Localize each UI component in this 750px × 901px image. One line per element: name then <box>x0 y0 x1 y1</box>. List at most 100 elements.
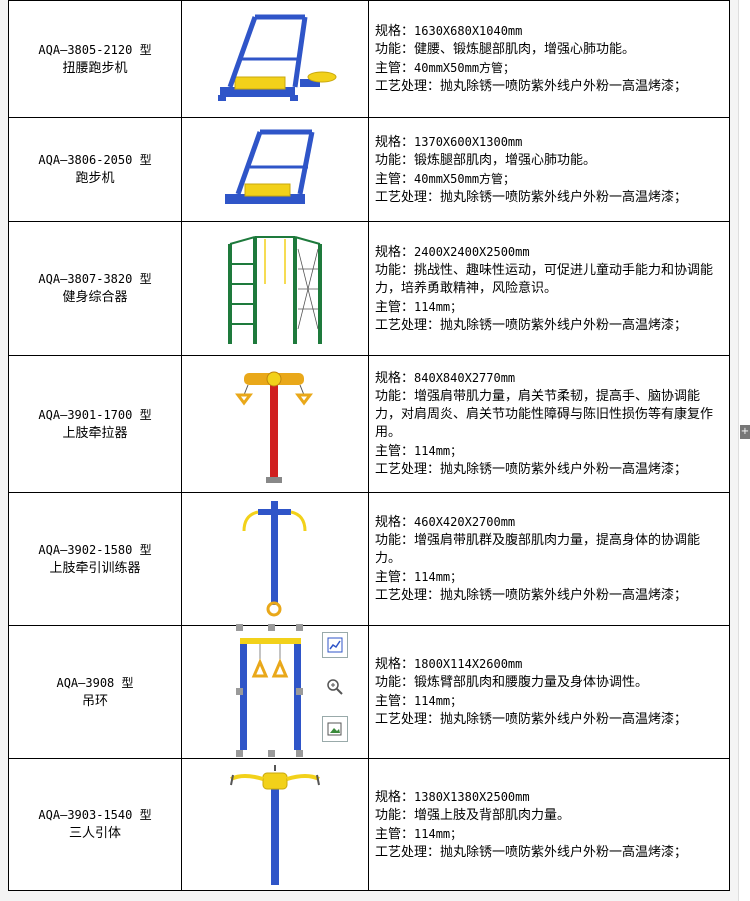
product-name: 上肢牵引训练器 <box>49 560 141 576</box>
upper-limb-traction-icon <box>242 501 307 617</box>
table-row: AQA—3908 型 吊环 规格：1800X114X2600mm 功能：锻炼臂部… <box>8 625 730 759</box>
product-description: 规格：2400X2400X2500mm 功能：挑战性、趣味性运动，可促进儿童动手… <box>368 221 730 356</box>
table-row: AQA—3903-1540 型 三人引体 规格：1380X1380X2500mm… <box>8 758 730 891</box>
resize-handle[interactable] <box>236 624 243 631</box>
spec-value: 1370X600X1300mm <box>414 134 523 149</box>
spec-label: 规格： <box>375 244 415 260</box>
table-row: AQA—3901-1700 型 上肢牵拉器 规格：840X840X2770mm … <box>8 355 730 493</box>
image-toolbar <box>322 632 352 758</box>
pipe-value: 114mm； <box>414 444 463 458</box>
process-label: 工艺处理： <box>375 712 441 727</box>
pipe-value: 114mm； <box>414 826 463 841</box>
process-value: 抛丸除锈一喷防紫外线户外粉一高温烤漆； <box>440 712 688 727</box>
pipe-value: 40mmX50mm方管； <box>414 171 516 186</box>
process-value: 抛丸除锈一喷防紫外线户外粉一高温烤漆； <box>440 844 688 860</box>
image-replace-icon[interactable] <box>322 716 348 742</box>
resize-handle[interactable] <box>268 624 275 631</box>
product-description: 规格：1380X1380X2500mm 功能：增强上肢及背部肌肉力量。 主管：1… <box>368 758 730 891</box>
model-code: AQA—3908 型 <box>56 675 134 690</box>
table-row: AQA—3902-1580 型 上肢牵引训练器 规格：460X420X2700m… <box>8 492 730 626</box>
model-code: AQA—3805-2120 型 <box>38 42 152 57</box>
process-label: 工艺处理： <box>375 844 441 860</box>
pipe-label: 主管： <box>375 694 415 709</box>
twist-treadmill-icon <box>218 14 337 101</box>
model-cell: AQA—3806-2050 型 跑步机 <box>8 117 182 222</box>
process-label: 工艺处理： <box>375 588 441 603</box>
product-image <box>181 221 369 356</box>
spec-value: 1800X114X2600mm <box>414 657 523 671</box>
spec-label: 规格： <box>375 657 415 672</box>
product-name: 上肢牵拉器 <box>62 425 128 441</box>
resize-handle[interactable] <box>296 750 303 757</box>
spec-value: 840X840X2770mm <box>414 371 516 385</box>
product-description: 规格：840X840X2770mm 功能：增强肩带肌力量，肩关节柔韧，提高手、脑… <box>368 355 730 493</box>
spec-label: 规格： <box>375 24 415 39</box>
pipe-label: 主管： <box>375 444 415 459</box>
process-label: 工艺处理： <box>375 189 441 205</box>
product-image <box>181 492 369 626</box>
function-value: 锻炼腿部肌肉，增强心肺功能。 <box>414 152 597 168</box>
three-person-pullup-icon <box>230 764 320 885</box>
expand-button[interactable]: + <box>740 425 750 439</box>
process-value: 抛丸除锈一喷防紫外线户外粉一高温烤漆； <box>440 588 688 603</box>
product-spec-table: AQA—3805-2120 型 扭腰跑步机 规格：1630X680X1040mm… <box>8 0 730 891</box>
spec-label: 规格： <box>375 134 415 150</box>
resize-handle[interactable] <box>236 750 243 757</box>
process-label: 工艺处理： <box>375 317 441 333</box>
resize-handle[interactable] <box>296 624 303 631</box>
spec-label: 规格： <box>375 789 415 805</box>
process-label: 工艺处理： <box>375 462 441 477</box>
process-value: 抛丸除锈一喷防紫外线户外粉一高温烤漆； <box>440 462 688 477</box>
spec-value: 1630X680X1040mm <box>414 24 523 38</box>
product-name: 跑步机 <box>75 171 115 186</box>
model-cell: AQA—3807-3820 型 健身综合器 <box>8 221 182 356</box>
product-name: 健身综合器 <box>62 290 128 305</box>
table-row: AQA—3806-2050 型 跑步机 规格：1370X600X1300mm 功… <box>8 117 730 222</box>
product-name: 吊环 <box>81 693 108 709</box>
pipe-label: 主管： <box>375 61 415 76</box>
function-value: 增强肩带肌群及腹部肌肉力量，提高身体的协调能力。 <box>375 533 701 566</box>
function-value: 增强上肢及背部肌肉力量。 <box>414 807 571 823</box>
function-label: 功能： <box>375 152 415 168</box>
spec-label: 规格： <box>375 515 415 530</box>
pipe-label: 主管： <box>375 299 415 315</box>
resize-handle[interactable] <box>236 688 243 695</box>
process-value: 抛丸除锈一喷防紫外线户外粉一高温烤漆； <box>440 317 688 333</box>
model-code: AQA—3903-1540 型 <box>38 808 152 822</box>
model-code: AQA—3902-1580 型 <box>38 542 152 557</box>
model-cell: AQA—3908 型 吊环 <box>8 625 182 759</box>
scrollbar-track[interactable] <box>738 0 750 901</box>
pipe-label: 主管： <box>375 570 415 585</box>
function-label: 功能： <box>375 675 415 690</box>
product-image <box>181 355 369 493</box>
function-label: 功能： <box>375 389 415 404</box>
product-name: 三人引体 <box>68 826 121 841</box>
spec-value: 2400X2400X2500mm <box>414 244 530 259</box>
process-value: 抛丸除锈一喷防紫外线户外粉一高温烤漆； <box>440 79 688 94</box>
model-code: AQA—3901-1700 型 <box>38 407 152 422</box>
model-code: AQA—3807-3820 型 <box>38 272 152 286</box>
pipe-value: 114mm； <box>414 694 463 708</box>
spec-label: 规格： <box>375 371 415 386</box>
function-label: 功能： <box>375 533 415 548</box>
fitness-combo-icon <box>228 235 322 344</box>
resize-handle[interactable] <box>296 688 303 695</box>
function-value: 挑战性、趣味性运动，可促进儿童动手能力和协调能力，培养勇敢精神，风险意识。 <box>375 262 714 296</box>
product-image <box>181 0 369 118</box>
model-code: AQA—3806-2050 型 <box>38 153 152 167</box>
chart-edit-icon[interactable] <box>322 632 348 658</box>
function-label: 功能： <box>375 42 415 57</box>
table-row: AQA—3805-2120 型 扭腰跑步机 规格：1630X680X1040mm… <box>8 0 730 118</box>
table-row: AQA—3807-3820 型 健身综合器 规格： <box>8 221 730 356</box>
model-cell: AQA—3903-1540 型 三人引体 <box>8 758 182 891</box>
model-cell: AQA—3805-2120 型 扭腰跑步机 <box>8 0 182 118</box>
treadmill-icon <box>225 129 315 204</box>
model-cell: AQA—3901-1700 型 上肢牵拉器 <box>8 355 182 493</box>
resize-handle[interactable] <box>268 750 275 757</box>
zoom-icon[interactable] <box>322 674 348 700</box>
spec-value: 460X420X2700mm <box>414 515 516 529</box>
product-description: 规格：1630X680X1040mm 功能：健腰、锻炼腿部肌肉，增强心肺功能。 … <box>368 0 730 118</box>
function-label: 功能： <box>375 262 415 278</box>
pipe-value: 114mm； <box>414 299 463 314</box>
model-cell: AQA—3902-1580 型 上肢牵引训练器 <box>8 492 182 626</box>
